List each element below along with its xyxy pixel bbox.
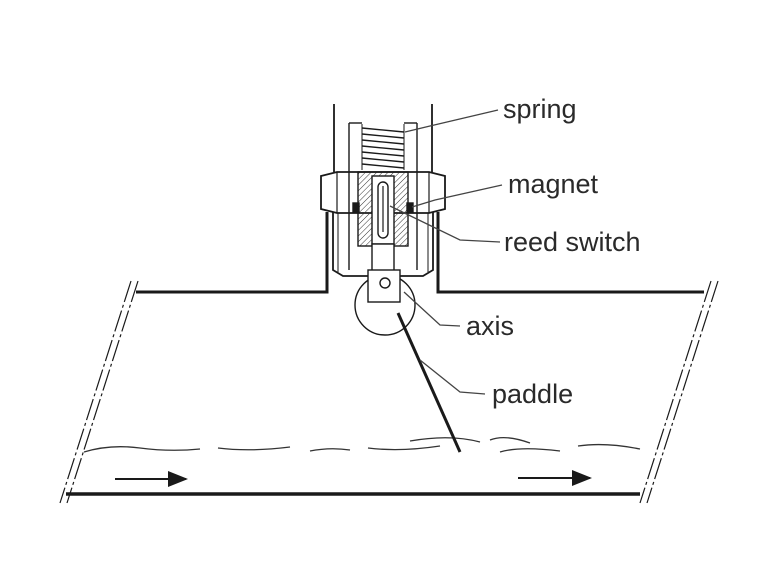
axis-pin (379, 277, 391, 289)
leader-paddle (419, 359, 486, 395)
magnet-right (406, 202, 414, 213)
label-magnet: magnet (508, 169, 599, 199)
axis-pivot-block (367, 269, 401, 303)
pipe-top-wall-left (136, 212, 329, 294)
axis-assembly (354, 269, 416, 336)
label-axis: axis (466, 311, 514, 341)
pipe-break-left-2 (66, 280, 139, 504)
magnet-left (352, 202, 360, 213)
leader-magnet (411, 184, 503, 208)
water-surface (83, 436, 641, 453)
pipe-break-left-1 (59, 280, 132, 504)
label-paddle: paddle (492, 379, 573, 409)
labels: spring magnet reed switch axis paddle (466, 94, 641, 409)
leader-axis (403, 291, 461, 327)
label-reed-switch: reed switch (504, 227, 641, 257)
pipe-top-wall-right (436, 212, 704, 294)
pipe-break-right-2 (646, 280, 719, 504)
leader-spring (404, 109, 499, 133)
housing-upper-tube (333, 104, 433, 172)
paddle-blade (396, 312, 462, 453)
flow-arrows (115, 470, 592, 487)
leader-lines (389, 109, 503, 395)
spring-coil (361, 124, 405, 170)
leader-reed-switch (389, 205, 501, 243)
inner-carrier (352, 171, 414, 275)
pipe-break-right-1 (639, 280, 712, 504)
label-spring: spring (503, 94, 577, 124)
pipe (59, 212, 719, 504)
